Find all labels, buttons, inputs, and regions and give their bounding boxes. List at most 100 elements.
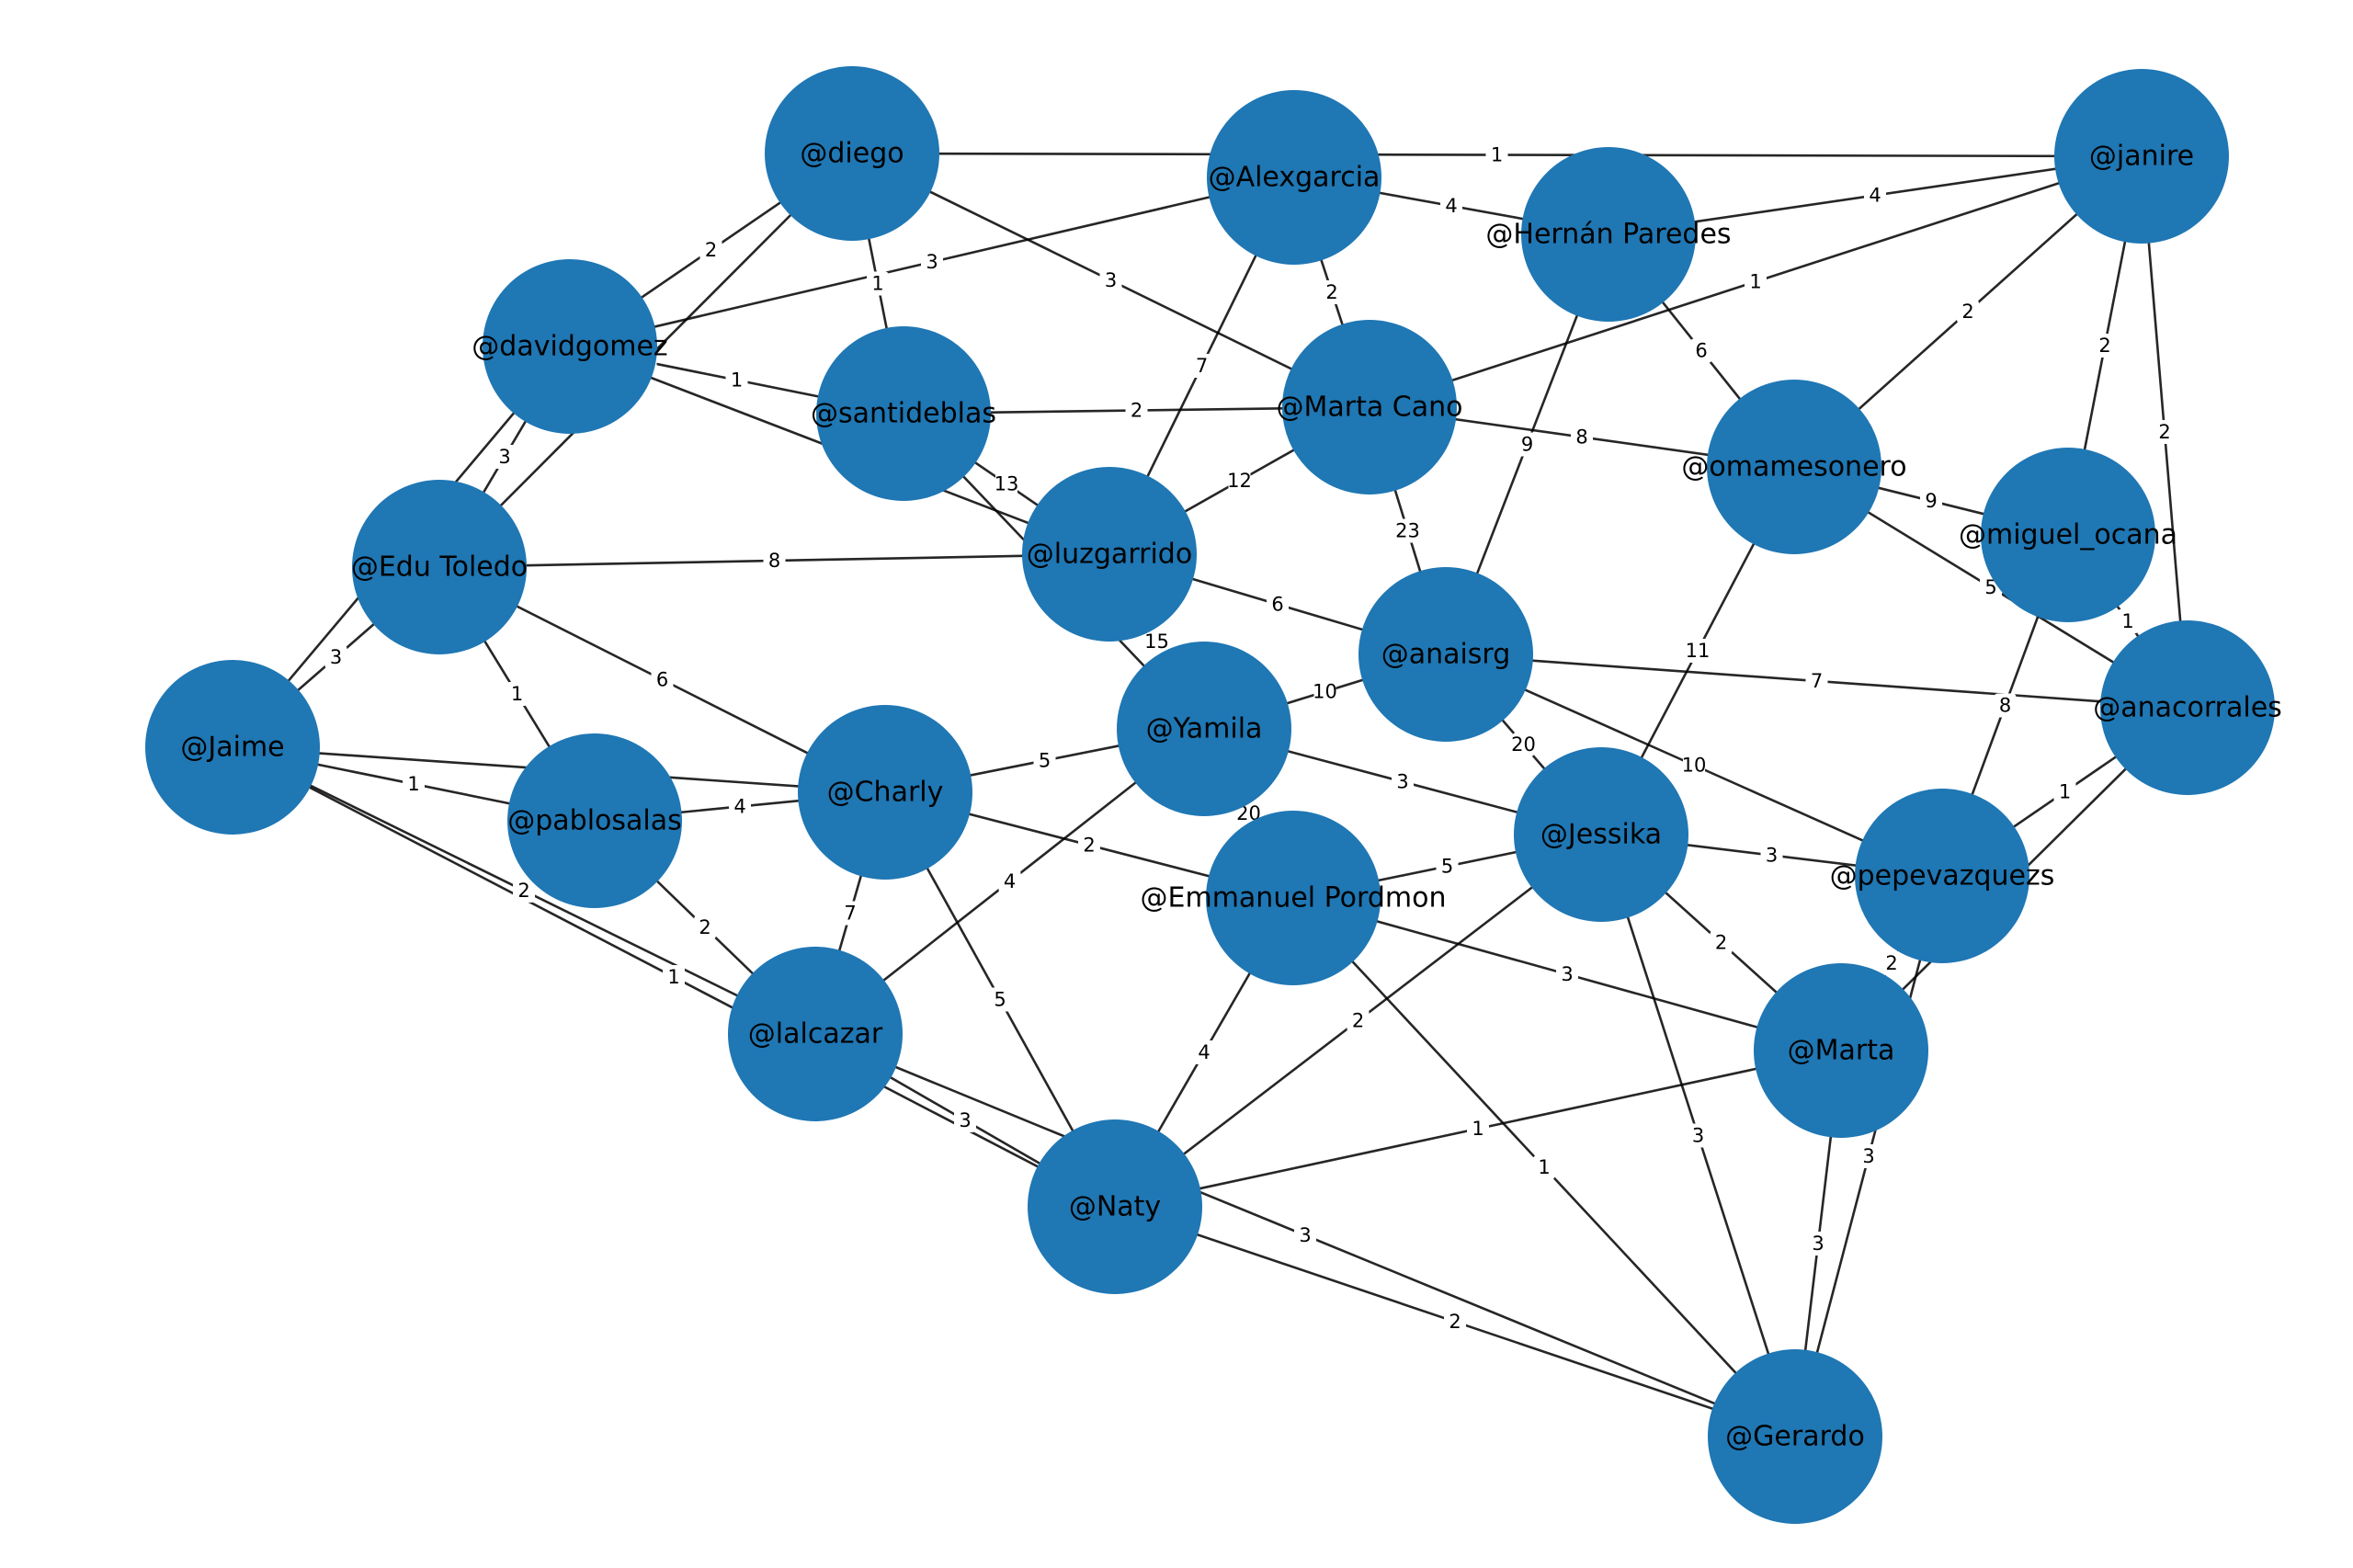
edge-label-naty-marta: 1	[1467, 1117, 1489, 1141]
node-janire[interactable]	[2054, 69, 2229, 244]
edge-weight-label: 10	[1682, 755, 1707, 777]
node-label-santideblas: @santideblas	[811, 398, 996, 430]
edge-weight-label: 4	[733, 796, 745, 818]
edge-label-lalcazar-yamila: 4	[998, 869, 1021, 893]
node-yamila[interactable]	[1117, 642, 1291, 816]
edge-weight-label: 4	[1004, 870, 1016, 892]
edge-weight-label: 7	[1196, 355, 1208, 377]
edge-weight-label: 6	[1695, 340, 1707, 362]
edge-weight-label: 2	[517, 880, 529, 902]
node-alexgarcia[interactable]	[1207, 90, 1381, 265]
edge-weight-label: 2	[1885, 952, 1897, 974]
edge-label-miguel-ocana-pepevazquezs: 8	[1994, 693, 2017, 718]
edge-weight-label: 1	[1472, 1118, 1483, 1140]
edge-weight-label: 7	[1811, 670, 1823, 692]
edge-weight-label: 7	[844, 903, 856, 925]
node-naty[interactable]	[1028, 1119, 1202, 1294]
node-diego[interactable]	[765, 66, 939, 241]
edge-label-jessika-gerardo: 3	[1687, 1123, 1710, 1148]
edge-label-lalcazar-naty: 3	[954, 1108, 976, 1132]
nodes-layer	[145, 66, 2275, 1524]
edge-label-alexgarcia-luzgarrido: 7	[1190, 354, 1213, 378]
edge-weight-label: 2	[1449, 1311, 1461, 1333]
node-labels-layer: @diego@Alexgarcia@Hernán Paredes@janire@…	[180, 138, 2281, 1453]
node-santideblas[interactable]	[816, 326, 991, 501]
edge-label-naty-emmanuel-pordmon: 4	[1193, 1040, 1215, 1064]
edge-weight-label: 2	[2098, 335, 2110, 357]
node-emmanuel-pordmon[interactable]	[1206, 811, 1381, 985]
edge-weight-label: 1	[511, 683, 523, 705]
edge-label-anaisrg-anacorrales: 7	[1805, 669, 1828, 693]
edge-weight-label: 9	[1925, 490, 1937, 512]
edge-weight-label: 6	[656, 669, 668, 691]
edge-weight-label: 5	[994, 989, 1006, 1011]
edge-label-emmanuel-pordmon-gerardo: 1	[1533, 1155, 1555, 1179]
edge-weight-label: 9	[1521, 434, 1533, 456]
edge-label-omamesonero-miguel-ocana: 9	[1920, 489, 1942, 513]
node-jessika[interactable]	[1514, 747, 1688, 922]
edge-label-diego-santideblas: 1	[867, 271, 889, 296]
edge-label-alexgarcia-davidgomez: 3	[921, 250, 943, 274]
edge-label-marta-gerardo: 3	[1807, 1232, 1829, 1256]
edge-weight-label: 8	[768, 550, 780, 572]
node-label-davidgomez: @davidgomez	[472, 331, 667, 363]
node-anacorrales[interactable]	[2100, 620, 2275, 795]
node-label-diego: @diego	[800, 138, 904, 170]
node-gerardo[interactable]	[1708, 1349, 1882, 1524]
edge-weight-label: 2	[2158, 421, 2170, 443]
node-label-pablosalas: @pablosalas	[507, 805, 682, 837]
edge-label-jessika-pepevazquezs: 3	[1760, 843, 1783, 868]
edge-weight-label: 2	[1083, 835, 1095, 857]
node-label-miguel-ocana: @miguel_ocana	[1959, 519, 2177, 551]
edge-label-omamesonero-anacorrales: 5	[1980, 575, 2002, 599]
edge-label-yamila-anaisrg: 10	[1313, 679, 1337, 704]
node-anaisrg[interactable]	[1358, 567, 1533, 742]
node-pablosalas[interactable]	[507, 733, 682, 908]
edge-label-emmanuel-pordmon-jessika: 5	[1436, 854, 1459, 879]
edge-label-marta-cano-anaisrg: 23	[1395, 518, 1420, 543]
node-marta[interactable]	[1754, 963, 1928, 1138]
node-jaime[interactable]	[145, 660, 320, 835]
node-charly[interactable]	[798, 705, 972, 880]
edge-weight-label: 3	[1692, 1125, 1704, 1147]
node-edu-toledo[interactable]	[352, 480, 527, 654]
edge-label-jaime-naty: 1	[663, 965, 685, 989]
node-luzgarrido[interactable]	[1022, 467, 1197, 642]
edge-weight-label: 2	[1961, 301, 1973, 323]
edge-weight-label: 2	[1352, 1010, 1364, 1032]
edge-weight-label: 2	[699, 916, 710, 938]
edge-weight-label: 1	[1491, 144, 1503, 166]
edge-label-pablosalas-charly: 4	[729, 794, 751, 819]
edge-label-diego-janire: 1	[1485, 142, 1508, 167]
edge-weight-label: 2	[1715, 932, 1727, 954]
edge-weight-label: 8	[1575, 426, 1587, 449]
edge-weight-label: 4	[1198, 1041, 1210, 1063]
node-miguel-ocana[interactable]	[1981, 448, 2155, 622]
node-pepevazquezs[interactable]	[1855, 789, 2029, 963]
edge-label-alexgarcia-hern-n-paredes: 4	[1440, 194, 1462, 218]
node-lalcazar[interactable]	[728, 947, 903, 1121]
node-omamesonero[interactable]	[1707, 380, 1881, 554]
node-label-gerardo: @Gerardo	[1725, 1421, 1865, 1453]
node-hern-n-paredes[interactable]	[1521, 147, 1696, 322]
edge-label-hern-n-paredes-omamesonero: 6	[1690, 338, 1712, 363]
edge-label-omamesonero-jessika: 11	[1686, 639, 1710, 663]
node-label-luzgarrido: @luzgarrido	[1027, 539, 1192, 571]
edge-weight-label: 10	[1313, 681, 1337, 703]
edge-label-anacorrales-pepevazquezs: 1	[2053, 779, 2076, 804]
edge-label-jaime-lalcazar: 2	[513, 879, 535, 903]
edge-label-luzgarrido-yamila: 15	[1144, 630, 1169, 653]
node-davidgomez[interactable]	[483, 259, 657, 434]
edge-weight-label: 5	[1441, 856, 1453, 878]
edge-label-miguel-ocana-anacorrales: 1	[2117, 609, 2139, 633]
node-label-alexgarcia: @Alexgarcia	[1209, 162, 1381, 194]
edge-label-marta-cano-omamesonero: 8	[1571, 425, 1593, 449]
node-label-hern-n-paredes: @Hernán Paredes	[1485, 219, 1731, 251]
edge-weight-label: 1	[667, 966, 679, 988]
node-marta-cano[interactable]	[1282, 320, 1457, 494]
node-label-naty: @Naty	[1069, 1191, 1161, 1223]
edge-weight-label: 4	[1445, 195, 1457, 217]
edge-weight-label: 1	[2059, 781, 2071, 803]
edge-weight-label: 2	[1131, 400, 1142, 422]
edge-label-luzgarrido-anaisrg: 6	[1267, 592, 1289, 617]
